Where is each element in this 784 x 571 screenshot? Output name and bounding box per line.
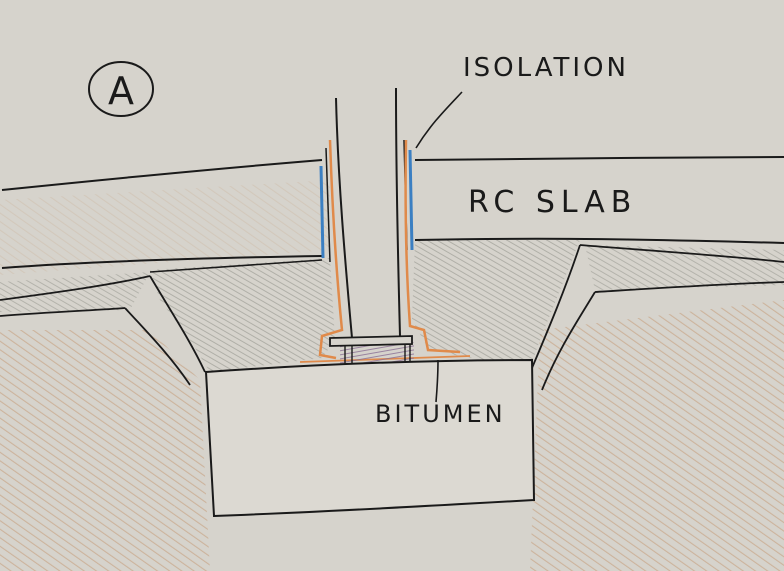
anchor-bolt-left — [344, 346, 353, 366]
rc-slab-bottom-left — [1, 255, 323, 269]
soil-hatch-top-left — [0, 180, 330, 275]
rc-slab-label: RC SLAB — [468, 185, 637, 220]
gravel-fill-right-edge — [585, 245, 784, 290]
rc-slab-top-right — [414, 156, 784, 161]
orange-sleeve-right — [404, 139, 461, 354]
rc-slab-top-left — [1, 159, 323, 191]
isolation-leader — [415, 91, 463, 149]
orange-sleeve-left — [318, 139, 344, 360]
pit-slope-right — [531, 244, 596, 391]
section-marker-letter: A — [108, 69, 134, 113]
isolation-blue-right — [408, 149, 414, 251]
column-left-edge — [335, 97, 353, 339]
pit-inner-left — [149, 259, 323, 273]
foundation-block — [204, 358, 536, 518]
isolation-blue-left — [319, 165, 325, 259]
anchor-bolt-right — [404, 344, 411, 362]
gravel-fill — [150, 240, 580, 372]
gravel-fill-left-edge — [0, 272, 150, 312]
isolation-ink-left — [325, 147, 331, 263]
bitumen-leader — [435, 359, 439, 403]
ground-line-right — [579, 244, 784, 293]
column-right-edge — [395, 87, 401, 337]
base-plate — [329, 335, 413, 347]
pit-slope-left — [124, 275, 206, 386]
section-marker-circle — [88, 61, 154, 117]
ground-line-left — [0, 275, 151, 317]
rc-slab-bottom-right — [414, 237, 784, 244]
soil-hatch-right — [530, 300, 784, 571]
isolation-label: ISOLATION — [463, 53, 629, 83]
soil-hatch-left — [0, 330, 210, 571]
bitumen-label: BITUMEN — [375, 400, 506, 428]
bitumen-fill — [340, 342, 414, 364]
